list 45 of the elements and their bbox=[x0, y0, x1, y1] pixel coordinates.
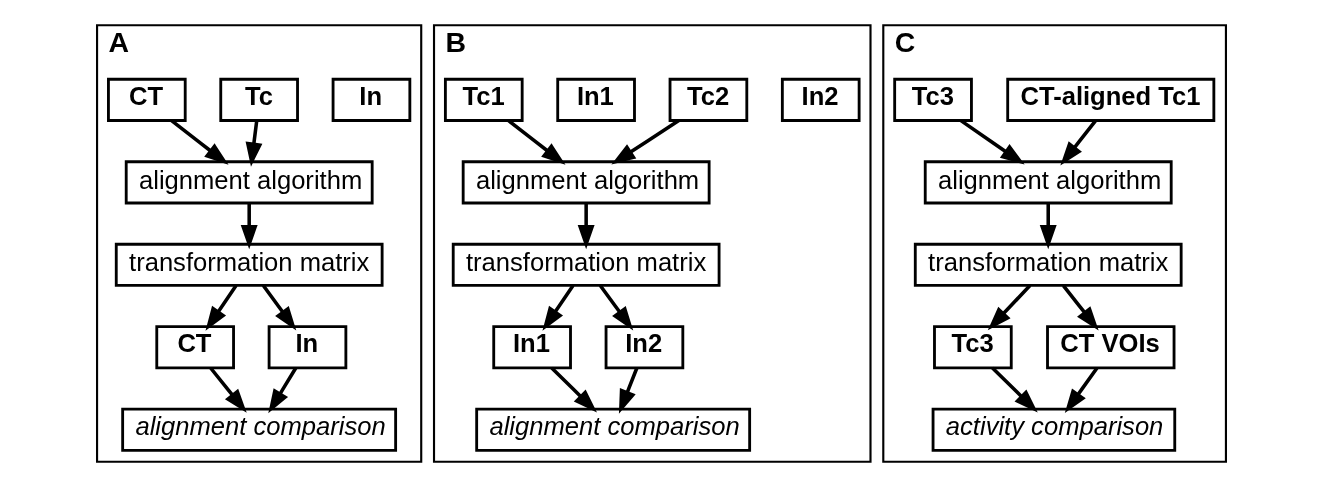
node-box: In1 bbox=[492, 325, 572, 370]
arrow bbox=[507, 119, 566, 165]
arrow bbox=[577, 203, 595, 250]
node-box: activity comparison bbox=[931, 407, 1177, 452]
node-box: alignment algorithm bbox=[124, 160, 374, 205]
arrow bbox=[1039, 203, 1057, 250]
node-box: Tc bbox=[219, 77, 299, 122]
arrow bbox=[618, 367, 639, 414]
node-box: In2 bbox=[780, 77, 861, 122]
arrow bbox=[245, 120, 263, 167]
node-box: alignment algorithm bbox=[461, 160, 711, 205]
arrow bbox=[959, 119, 1025, 165]
arrow bbox=[987, 284, 1032, 331]
node-box: Tc1 bbox=[443, 77, 524, 122]
arrow bbox=[1061, 284, 1099, 331]
node-box: Tc3 bbox=[893, 77, 973, 122]
arrow bbox=[611, 119, 680, 165]
arrow bbox=[598, 284, 634, 331]
node-box: Tc2 bbox=[668, 77, 749, 122]
node-box: alignment comparison bbox=[475, 407, 752, 452]
node-box: CT bbox=[107, 77, 187, 122]
arrow bbox=[1064, 366, 1099, 414]
node-box: CT-aligned Tc1 bbox=[1006, 77, 1216, 122]
node-box: transformation matrix bbox=[114, 242, 384, 287]
arrow bbox=[542, 284, 575, 331]
arrow bbox=[209, 366, 247, 413]
node-box: alignment comparison bbox=[121, 407, 398, 452]
node-box: CT VOIs bbox=[1046, 325, 1176, 370]
arrow bbox=[268, 367, 298, 414]
arrow bbox=[240, 203, 258, 250]
arrow bbox=[550, 366, 597, 413]
node-box: In bbox=[331, 77, 412, 122]
arrow bbox=[205, 284, 238, 331]
arrow bbox=[261, 284, 297, 331]
arrow bbox=[170, 119, 229, 165]
node-box: In2 bbox=[604, 325, 685, 370]
node-box: CT bbox=[155, 325, 235, 370]
node-box: Tc3 bbox=[933, 325, 1013, 370]
arrow bbox=[991, 366, 1038, 413]
node-box: transformation matrix bbox=[913, 242, 1183, 287]
node-box: transformation matrix bbox=[451, 242, 721, 287]
node-box: In1 bbox=[556, 77, 636, 122]
node-box: In bbox=[267, 325, 348, 370]
node-box: alignment algorithm bbox=[923, 160, 1173, 205]
arrow bbox=[1060, 119, 1098, 166]
